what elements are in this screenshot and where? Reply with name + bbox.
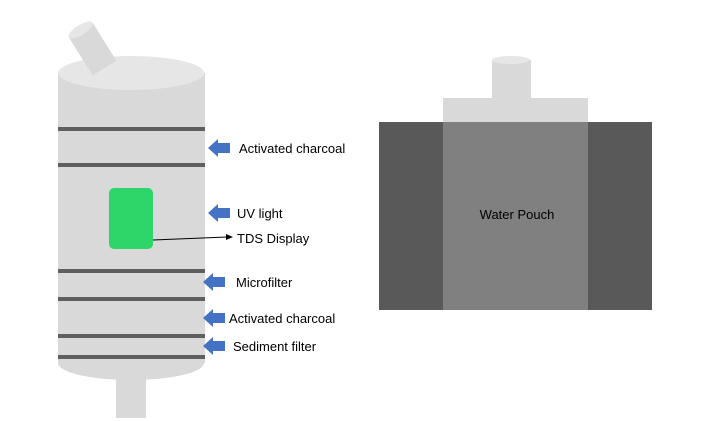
tds-pointer: [152, 234, 233, 241]
label-sediment-filter: Sediment filter: [233, 339, 317, 354]
arrow-microfilter-icon: [203, 273, 225, 291]
filter-cylinder: [58, 21, 205, 418]
band-microfilter: [58, 269, 205, 273]
band-activated-charcoal-top-2: [58, 163, 205, 167]
pouch-inner: [443, 122, 588, 310]
pouch-cap-neck: [492, 60, 531, 100]
pouch-cap-top: [492, 56, 530, 64]
band-sediment-1: [58, 334, 205, 338]
arrow-uv-light-icon: [208, 204, 230, 222]
label-activated-charcoal-top: Activated charcoal: [239, 141, 345, 156]
label-tds-display: TDS Display: [237, 231, 310, 246]
pouch-cap-base: [443, 98, 588, 122]
band-activated-charcoal-top-1: [58, 127, 205, 131]
tds-pointer-arrowhead-icon: [226, 234, 233, 240]
spout: [68, 21, 117, 76]
cylinder-top: [58, 56, 204, 90]
water-pouch: Water Pouch: [379, 56, 652, 310]
arrow-sediment-filter-icon: [203, 337, 225, 355]
label-activated-charcoal-bottom: Activated charcoal: [229, 311, 335, 326]
arrow-activated-charcoal-top-icon: [208, 139, 230, 157]
pouch-label: Water Pouch: [480, 207, 555, 222]
band-activated-charcoal-bottom: [58, 297, 205, 301]
arrows: [203, 139, 230, 355]
band-sediment-2: [58, 355, 205, 359]
label-uv-light: UV light: [237, 206, 283, 221]
arrow-activated-charcoal-bottom-icon: [203, 309, 225, 327]
label-microfilter: Microfilter: [236, 275, 293, 290]
cylinder-bottom: [58, 346, 204, 380]
tds-display: [109, 188, 153, 249]
